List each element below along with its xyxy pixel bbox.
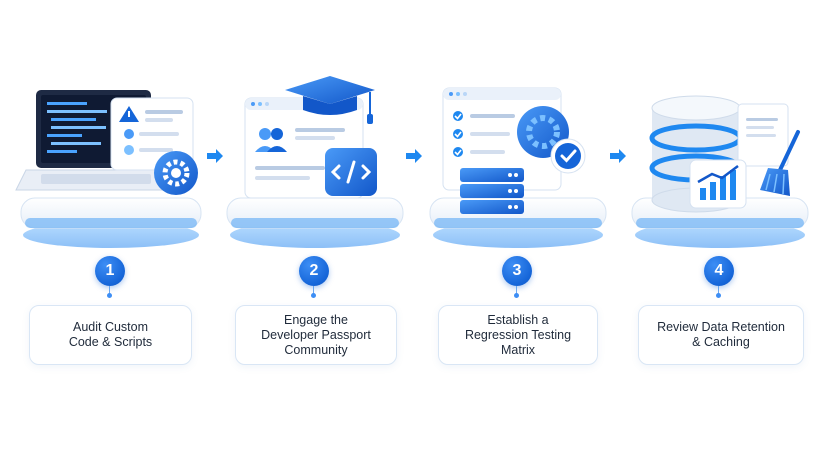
graduation-cap-icon [285,76,375,124]
connector-line [516,286,517,294]
arrow-right-icon [404,146,424,166]
arrow-right-icon [205,146,225,166]
connector-line [313,286,314,294]
step-number-badge: 3 [502,256,532,286]
step-number-badge: 4 [704,256,734,286]
check-badge-icon [550,138,586,174]
step-3-illustration [418,70,618,250]
step-2-illustration [215,70,415,250]
step-4-illustration [620,70,820,250]
server-icon [460,168,524,214]
step-label-card: Audit Custom Code & Scripts [29,305,192,365]
connector-dot [311,293,316,298]
step-1: 1 Audit Custom Code & Scripts [11,0,211,452]
connector-dot [716,293,721,298]
step-number-badge: 1 [95,256,125,286]
gear-icon [154,151,198,195]
step-number-badge: 2 [299,256,329,286]
code-icon [325,148,377,196]
connector-line [109,286,110,294]
connector-line [718,286,719,294]
step-label-card: Review Data Retention & Caching [638,305,804,365]
step-1-illustration [11,70,211,250]
chart-icon [689,159,747,209]
step-2: 2 Engage the Developer Passport Communit… [215,0,415,452]
step-label-card: Establish a Regression Testing Matrix [438,305,598,365]
step-3: 3 Establish a Regression Testing Matrix [418,0,618,452]
warning-icon [119,106,139,122]
connector-dot [107,293,112,298]
step-4: 4 Review Data Retention & Caching [620,0,820,452]
connector-dot [514,293,519,298]
step-label-card: Engage the Developer Passport Community [235,305,397,365]
user-profile-icon [255,128,287,152]
arrow-right-icon [608,146,628,166]
broom-icon [760,130,800,196]
